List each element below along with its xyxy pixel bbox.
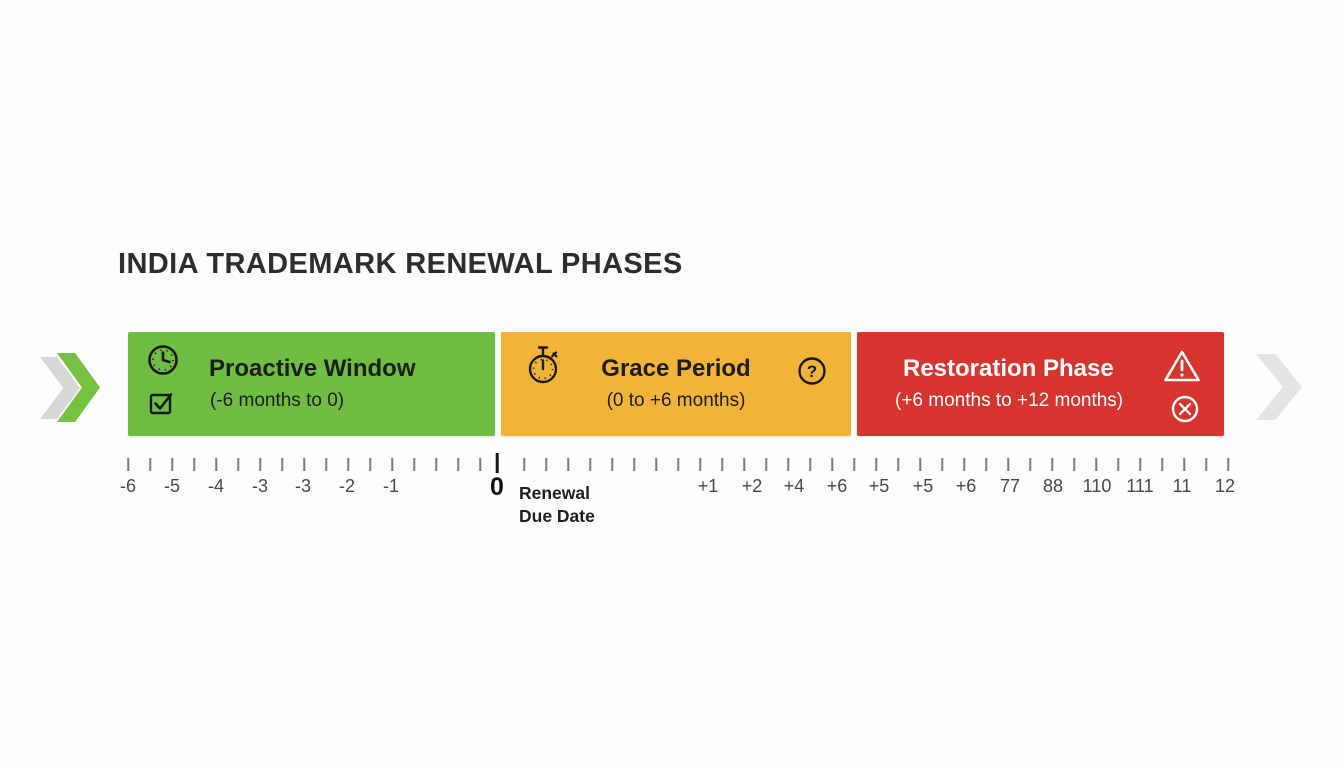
tick (193, 458, 195, 471)
tick (897, 458, 899, 471)
phase-proactive-window: Proactive Window (-6 months to 0) (128, 332, 495, 436)
tick (369, 458, 371, 471)
tick (633, 458, 635, 471)
tick (303, 458, 305, 471)
tick (479, 458, 481, 471)
tick-label: -3 (251, 476, 269, 496)
tick (699, 458, 701, 471)
phase-range: (0 to +6 months) (606, 390, 746, 411)
tick (1117, 458, 1119, 471)
tick (919, 458, 921, 471)
tick (589, 458, 591, 471)
tick-label: -6 (119, 476, 137, 496)
tick (875, 458, 877, 471)
tick-label: 111 (1126, 476, 1154, 496)
question-circle-icon: ? (797, 356, 827, 386)
tick (1227, 458, 1229, 471)
tick (831, 458, 833, 471)
tick (215, 458, 217, 471)
tick (457, 458, 459, 471)
tick (347, 458, 349, 471)
tick (1205, 458, 1207, 471)
tick (1139, 458, 1141, 471)
tick (1029, 458, 1031, 471)
right-chevron-icon (1256, 354, 1302, 420)
renewal-due-date-label: Renewal Due Date (519, 482, 595, 528)
tick-label: +5 (912, 476, 934, 496)
tick (413, 458, 415, 471)
tick (149, 458, 151, 471)
tick (1073, 458, 1075, 471)
tick (941, 458, 943, 471)
tick-label: +6 (955, 476, 977, 496)
page-title: INDIA TRADEMARK RENEWAL PHASES (118, 248, 683, 280)
tick (545, 458, 547, 471)
timeline-zero-label: 0 (490, 473, 504, 501)
tick-label: 110 (1082, 476, 1112, 496)
tick (1095, 458, 1097, 471)
tick (765, 458, 767, 471)
phase-grace-period: Grace Period (0 to +6 months) ? (501, 332, 851, 436)
tick (237, 458, 239, 471)
tick (963, 458, 965, 471)
renewal-label-line2: Due Date (519, 506, 595, 527)
tick (677, 458, 679, 471)
tick-label: -1 (382, 476, 400, 496)
tick-label: +6 (826, 476, 848, 496)
tick-label: -4 (207, 476, 225, 496)
tick (1051, 458, 1053, 471)
warning-triangle-icon (1162, 348, 1202, 384)
tick (853, 458, 855, 471)
clock-icon (146, 343, 180, 377)
tick-label: 12 (1214, 476, 1236, 496)
renewal-label-line1: Renewal (519, 483, 590, 503)
tick (743, 458, 745, 471)
tick (259, 458, 261, 471)
tick (523, 458, 525, 471)
tick (787, 458, 789, 471)
tick (325, 458, 327, 471)
tick (655, 458, 657, 471)
tick (809, 458, 811, 471)
tick (391, 458, 393, 471)
phase-restoration: Restoration Phase (+6 months to +12 mont… (857, 332, 1224, 436)
tick-label: -5 (163, 476, 181, 496)
tick (1161, 458, 1163, 471)
tick (171, 458, 173, 471)
tick (281, 458, 283, 471)
major-tick (495, 453, 499, 473)
phase-title: Restoration Phase (903, 355, 1114, 382)
tick (1007, 458, 1009, 471)
tick (721, 458, 723, 471)
tick (435, 458, 437, 471)
tick-label: +5 (868, 476, 890, 496)
tick-label: 11 (1172, 476, 1192, 496)
tick-label: 88 (1042, 476, 1064, 496)
phase-title: Grace Period (601, 355, 751, 382)
tick (567, 458, 569, 471)
checked-checkbox-icon (148, 390, 174, 416)
tick (611, 458, 613, 471)
crossed-circle-icon (1170, 394, 1200, 424)
tick (127, 458, 129, 471)
phase-title: Proactive Window (209, 355, 416, 382)
tick-label: +1 (697, 476, 719, 496)
tick-label: +4 (783, 476, 805, 496)
tick (985, 458, 987, 471)
phase-range: (+6 months to +12 months) (895, 390, 1124, 411)
svg-text:?: ? (807, 362, 817, 381)
stopwatch-icon (523, 344, 563, 386)
tick-label: 77 (999, 476, 1021, 496)
tick (1183, 458, 1185, 471)
tick-label: -3 (294, 476, 312, 496)
phase-range: (-6 months to 0) (210, 390, 345, 411)
tick-label: -2 (338, 476, 356, 496)
tick-label: +2 (741, 476, 763, 496)
